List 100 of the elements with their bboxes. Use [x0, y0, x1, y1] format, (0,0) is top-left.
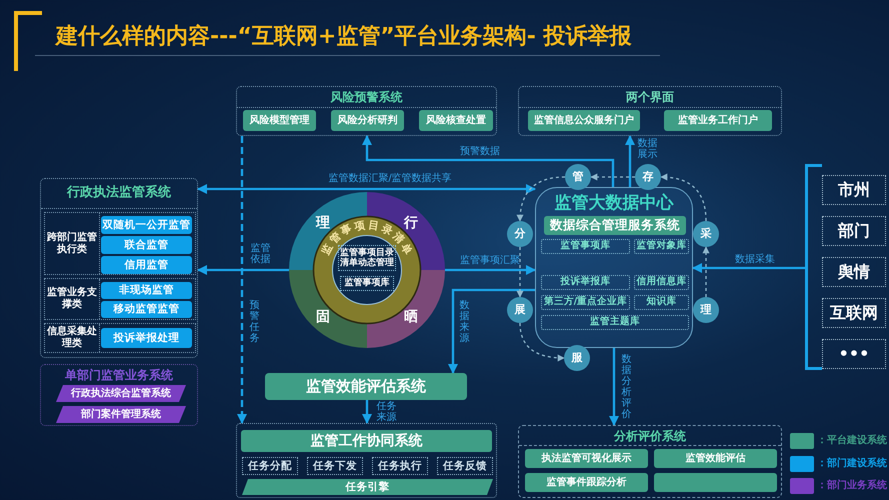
- source-box: 市州: [822, 175, 886, 205]
- category-label: 监管业务支撑类: [46, 287, 98, 311]
- database-box: 第三方/重点企业库: [541, 295, 630, 310]
- edge-label: 监管事项汇聚: [459, 255, 521, 266]
- circle-badge: 理: [693, 297, 719, 323]
- task-box: 任务下发: [307, 457, 363, 475]
- arrow: [362, 135, 614, 187]
- panel-title: 单部门监管业务系统: [65, 368, 173, 382]
- module-box: 联合监管: [101, 236, 192, 254]
- module-box: [654, 473, 777, 492]
- dashed-arrow: [702, 246, 710, 297]
- database-box: 知识库: [634, 295, 689, 310]
- system-panel: [40, 178, 198, 358]
- title: 建什么样的内容---“互联网+监管”平台业务架构- 投诉举报: [56, 24, 632, 50]
- panel-title: 监管大数据中心: [554, 193, 674, 213]
- module-box: 投诉举报处理: [101, 328, 192, 348]
- module-box: 监管效能评估: [654, 449, 777, 468]
- legend-label: ：部门业务系统: [817, 479, 887, 493]
- task-box: 任务分配: [242, 457, 298, 475]
- module-box: 风险核查处置: [419, 110, 493, 131]
- arrow: [197, 184, 536, 194]
- dashed-arrow: [590, 174, 635, 180]
- circle-badge: 管: [565, 164, 591, 190]
- circle-badge: 存: [635, 164, 661, 190]
- arrow: [692, 263, 805, 273]
- source-box: 舆情: [822, 257, 886, 287]
- edge-label: 数据来源: [459, 300, 470, 344]
- system-panel: [236, 423, 497, 498]
- module-box: 风险模型管理: [243, 110, 316, 131]
- panel-title: 行政执法监管系统: [67, 186, 171, 200]
- circle-badge: 分: [507, 221, 533, 247]
- category-label: 信息采集处理类: [46, 326, 98, 350]
- edge-label: 预警数据: [459, 146, 501, 157]
- arrow: [448, 288, 535, 374]
- arrow: [197, 265, 289, 275]
- edge-label: 监管依据: [250, 243, 271, 265]
- edge-label: 任务来源: [376, 401, 397, 423]
- legend-label: ：部门建设系统: [817, 456, 887, 470]
- engine-bar: 任务引擎: [242, 479, 493, 495]
- module-box: 监管事件跟踪分析: [525, 473, 648, 492]
- arrow: [445, 265, 536, 275]
- task-box: 任务执行: [372, 457, 428, 475]
- category-group: [44, 278, 196, 320]
- database-box: 监管主题库: [541, 315, 689, 330]
- dashed-arrow: [516, 176, 566, 222]
- task-box: 任务反馈: [437, 457, 493, 475]
- panel-title: 两个界面: [626, 90, 674, 104]
- database-box: 信用信息库: [634, 275, 689, 290]
- arrow: [625, 135, 635, 187]
- quadrant-label: 理: [314, 214, 331, 232]
- legend-label: ：平台建设系统: [817, 434, 887, 448]
- edge-label: 预警任务: [249, 300, 260, 344]
- module-box: 信用监管: [101, 256, 192, 274]
- module-box: 移动监管监管: [101, 301, 192, 318]
- quadrant-label: 晒: [403, 308, 419, 327]
- database-box: 投诉举报库: [541, 275, 630, 290]
- database-box: 监管事项库: [541, 239, 630, 254]
- list-box: 监管事项目录清单动态管理: [338, 245, 396, 271]
- system-panel: [40, 364, 198, 426]
- category-group: [44, 212, 196, 275]
- quadrant-label: 行: [402, 214, 419, 231]
- dashed-arrow: [519, 322, 565, 362]
- dashed-arrow: [237, 136, 247, 424]
- module-box: 执法监管可视化展示: [525, 449, 648, 468]
- list-box: 监管事项库: [340, 276, 394, 291]
- system-panel: [236, 86, 497, 136]
- module-box: 风险分析研判: [331, 110, 404, 131]
- database-box: 监管对象库: [634, 239, 689, 254]
- source-box: 互联网: [822, 298, 886, 328]
- category-group: [44, 323, 196, 353]
- module-box: 行政执法综合监管系统: [56, 385, 186, 402]
- circle-badge: 采: [693, 221, 719, 247]
- dashed-arrow: [660, 174, 707, 222]
- module-box: 监管业务工作门户: [664, 110, 772, 131]
- title-bar: 监管工作协同系统: [241, 430, 492, 452]
- panel-title: 风险预警系统: [330, 90, 402, 104]
- edge-label: 监管数据汇聚/监管数据共享: [327, 173, 453, 184]
- module-box: 部门案件管理系统: [56, 406, 186, 423]
- data-center-panel: [535, 187, 693, 348]
- module-box: 监管信息公众服务门户: [528, 110, 640, 131]
- dashed-arrow: [516, 247, 524, 298]
- system-panel: [518, 425, 782, 498]
- module-box: 双随机一公开监管: [101, 216, 192, 234]
- edge-label: 数据展示: [637, 138, 658, 160]
- circle-badge: 服: [564, 345, 590, 371]
- category-label: 跨部门监管执行类: [46, 232, 98, 256]
- system-panel: [518, 86, 782, 136]
- source-box: •••: [822, 339, 886, 369]
- ring-diagram: [289, 192, 445, 348]
- arrow: [609, 348, 619, 426]
- source-box: 部门: [822, 216, 886, 246]
- panel-title: 分析评价系统: [614, 429, 686, 443]
- arrow: [362, 400, 372, 424]
- edge-label: 数据分析评价: [621, 354, 632, 420]
- quadrant-label: 固: [315, 308, 331, 327]
- system-bar: 监管效能评估系统: [265, 373, 467, 400]
- circle-badge: 展: [507, 297, 533, 323]
- module-box: 数据综合管理服务系统: [544, 216, 686, 235]
- module-box: 非现场监管: [101, 282, 192, 299]
- edge-label: 数据采集: [734, 254, 776, 265]
